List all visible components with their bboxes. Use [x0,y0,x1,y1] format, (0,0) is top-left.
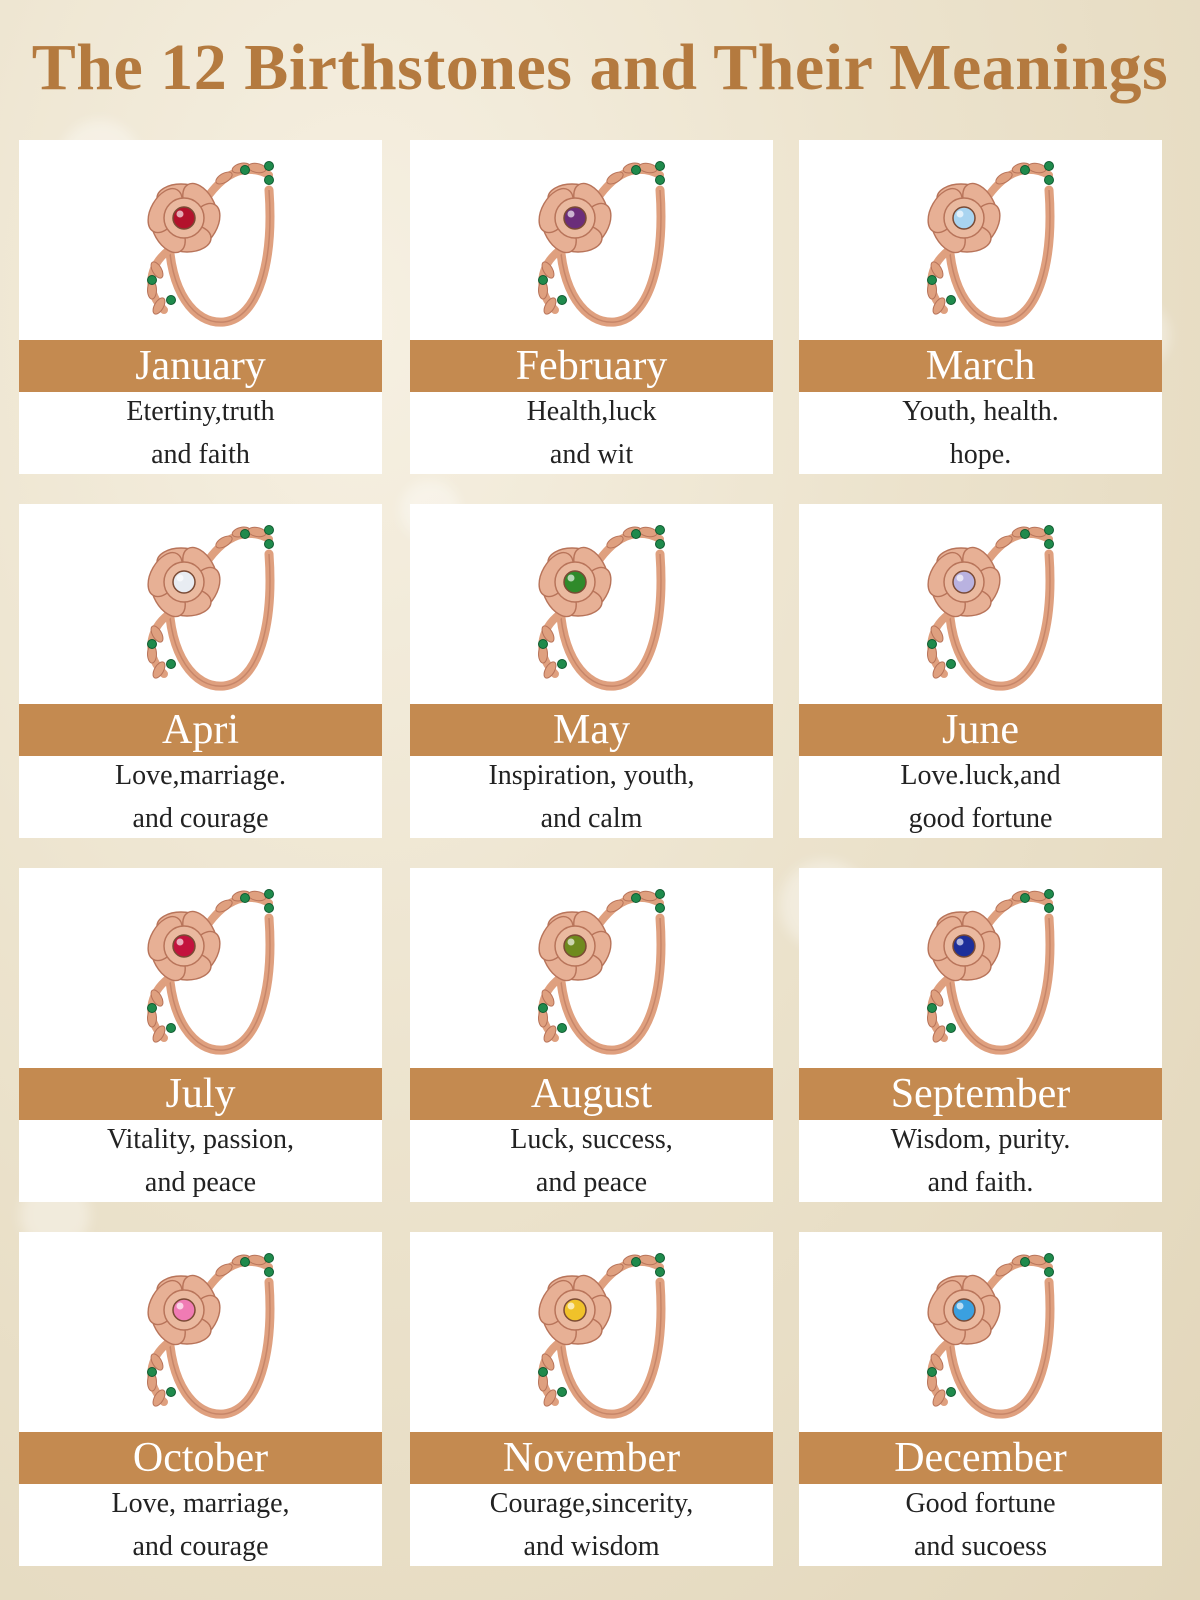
ring-image [799,504,1162,704]
birthstone-grid: January Etertiny,truth and faith Februar… [19,140,1181,1570]
ring-image [799,1232,1162,1432]
meaning-line-2: and peace [535,1167,648,1198]
meaning-line-2: and faith. [927,1167,1034,1198]
month-label: May [410,704,773,756]
ring-icon [147,1253,275,1419]
month-label: Apri [19,704,382,756]
ring-image [799,140,1162,340]
month-label: October [19,1432,382,1484]
birthstone-card: September Wisdom, purity. and faith. [799,868,1162,1202]
meaning-line-2: and courage [132,1531,269,1562]
meaning-line-1: Good fortune [905,1488,1056,1519]
ring-icon [147,889,275,1055]
meaning-text: Health,luck and wit [410,392,773,474]
meaning-line-2: and peace [144,1167,257,1198]
meaning-line-2: and wit [549,439,634,470]
birthstone-card: June Love.luck,and good fortune [799,504,1162,838]
birthstone-card: Apri Love,marriage. and courage [19,504,382,838]
ring-image [19,1232,382,1432]
meaning-line-1: Etertiny,truth [126,396,275,427]
meaning-text: Vitality, passion, and peace [19,1120,382,1202]
meaning-text: Love, marriage, and courage [19,1484,382,1566]
month-label: January [19,340,382,392]
ring-image [19,868,382,1068]
ring-icon [538,161,666,327]
page-title: The 12 Birthstones and Their Meanings [31,31,1169,104]
meaning-line-2: and sucoess [914,1531,1047,1562]
meaning-text: Love,marriage. and courage [19,756,382,838]
ring-image [410,868,773,1068]
month-label: February [410,340,773,392]
ring-icon [927,1253,1055,1419]
meaning-line-1: Inspiration, youth, [488,760,695,791]
meaning-text: Love.luck,and good fortune [799,756,1162,838]
meaning-text: Youth, health. hope. [799,392,1162,474]
month-label: December [799,1432,1162,1484]
meaning-text: Luck, success, and peace [410,1120,773,1202]
birthstone-card: July Vitality, passion, and peace [19,868,382,1202]
ring-image [410,504,773,704]
birthstone-card: May Inspiration, youth, and calm [410,504,773,838]
ring-icon [147,161,275,327]
meaning-line-2: hope. [949,439,1012,470]
birthstone-card: October Love, marriage, and courage [19,1232,382,1566]
month-label: September [799,1068,1162,1120]
meaning-line-2: and courage [132,803,269,834]
month-label: June [799,704,1162,756]
meaning-line-2: and wisdom [523,1531,660,1562]
ring-image [19,140,382,340]
ring-image [799,868,1162,1068]
ring-icon [927,161,1055,327]
meaning-line-1: Luck, success, [510,1124,673,1155]
birthstone-card: December Good fortune and sucoess [799,1232,1162,1566]
meaning-text: Inspiration, youth, and calm [410,756,773,838]
meaning-text: Wisdom, purity. and faith. [799,1120,1162,1202]
birthstone-card: November Courage,sincerity, and wisdom [410,1232,773,1566]
ring-icon [147,525,275,691]
meaning-line-1: Vitality, passion, [106,1124,295,1155]
month-label: August [410,1068,773,1120]
ring-icon [927,525,1055,691]
meaning-line-1: Youth, health. [902,396,1059,427]
meaning-line-1: Courage,sincerity, [489,1488,694,1519]
meaning-text: Courage,sincerity, and wisdom [410,1484,773,1566]
birthstone-card: February Health,luck and wit [410,140,773,474]
month-label: March [799,340,1162,392]
ring-icon [927,889,1055,1055]
ring-icon [538,525,666,691]
meaning-line-1: Wisdom, purity. [890,1124,1071,1155]
birthstone-card: January Etertiny,truth and faith [19,140,382,474]
meaning-line-2: good fortune [908,803,1053,834]
ring-icon [538,889,666,1055]
ring-image [410,140,773,340]
meaning-text: Etertiny,truth and faith [19,392,382,474]
meaning-line-1: Love, marriage, [111,1488,290,1519]
month-label: July [19,1068,382,1120]
ring-image [19,504,382,704]
meaning-line-1: Love,marriage. [114,760,287,791]
ring-icon [538,1253,666,1419]
meaning-line-2: and calm [540,803,643,834]
ring-image [410,1232,773,1432]
birthstone-card: August Luck, success, and peace [410,868,773,1202]
meaning-line-2: and faith [151,439,250,470]
meaning-text: Good fortune and sucoess [799,1484,1162,1566]
meaning-line-1: Health,luck [526,396,657,427]
month-label: November [410,1432,773,1484]
meaning-line-1: Love.luck,and [900,760,1061,791]
birthstone-card: March Youth, health. hope. [799,140,1162,474]
